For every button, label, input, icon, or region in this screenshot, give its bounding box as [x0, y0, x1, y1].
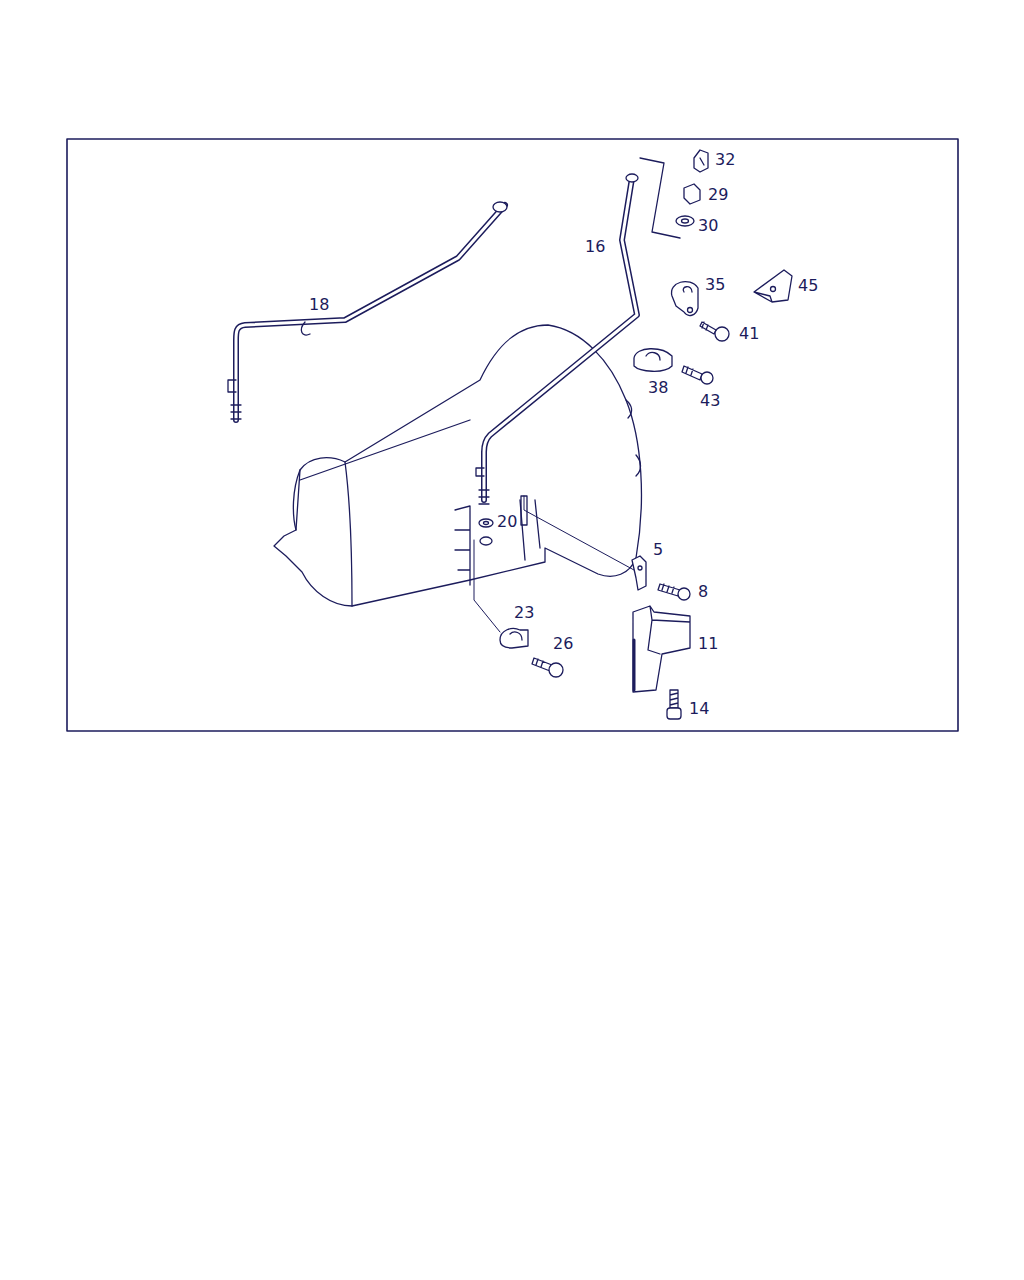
shield-edge	[633, 640, 636, 690]
callout-number: 23	[514, 603, 534, 623]
leader-line	[524, 496, 634, 570]
bolt-head	[549, 663, 563, 677]
connector-part	[694, 150, 708, 172]
sealing-ring	[480, 537, 492, 545]
clamp-part	[672, 282, 698, 316]
bracket-hole	[771, 287, 776, 292]
pipe-end	[493, 202, 507, 212]
shield-part	[633, 606, 690, 692]
callout-number: 20	[497, 512, 517, 532]
bolt-part	[682, 366, 702, 380]
oil-pipe-core	[484, 178, 637, 500]
housing-detail	[293, 470, 300, 530]
callout-number: 5	[653, 540, 663, 560]
callout-number: 35	[705, 275, 725, 295]
clamp-hole	[688, 308, 693, 313]
housing-detail	[626, 400, 641, 476]
pipe-bracket	[476, 468, 484, 476]
pipe-bracket	[228, 380, 236, 392]
callout-number: 38	[648, 378, 668, 398]
callout-number: 8	[698, 582, 708, 602]
pipe-fitting	[231, 405, 241, 419]
callout-number: 32	[715, 150, 735, 170]
clamp-part	[500, 628, 528, 648]
bolt-part	[670, 690, 678, 708]
nut-part	[684, 184, 700, 204]
washer-part	[479, 519, 493, 527]
group-bracket	[640, 158, 680, 238]
pipe-end	[626, 174, 638, 182]
callout-number: 18	[309, 295, 329, 315]
leader-line	[474, 540, 500, 632]
callout-number: 14	[689, 699, 709, 719]
bracket-part	[632, 556, 646, 590]
callout-number: 41	[739, 324, 759, 344]
housing-detail	[300, 420, 470, 480]
bracket-hole	[638, 566, 642, 570]
oil-pipe	[236, 205, 505, 420]
oil-pipe	[484, 178, 637, 500]
bolt-part	[700, 322, 716, 334]
bracket-part	[754, 270, 792, 302]
housing-detail	[520, 500, 540, 560]
bolt-stud	[521, 496, 527, 525]
clamp-part	[634, 349, 672, 372]
transmission-housing	[274, 325, 641, 606]
callout-number: 45	[798, 276, 818, 296]
callout-number: 30	[698, 216, 718, 236]
washer-part	[676, 216, 694, 226]
bolt-part	[658, 584, 680, 596]
oil-pipe-core	[236, 205, 505, 420]
washer-hole	[682, 219, 689, 223]
callout-number: 29	[708, 185, 728, 205]
bolt-head	[701, 372, 713, 384]
housing-detail	[345, 462, 352, 606]
washer-hole	[484, 522, 489, 525]
callout-number: 43	[700, 391, 720, 411]
housing-detail	[455, 506, 470, 585]
callout-number: 11	[698, 634, 718, 654]
bolt-head	[667, 708, 681, 719]
pipe-fitting	[479, 490, 489, 504]
pipe-bracket	[301, 322, 310, 335]
callout-number: 16	[585, 237, 605, 257]
bolt-head	[715, 327, 729, 341]
bolt-head	[678, 588, 690, 600]
frame	[67, 139, 958, 731]
callout-number: 26	[553, 634, 573, 654]
